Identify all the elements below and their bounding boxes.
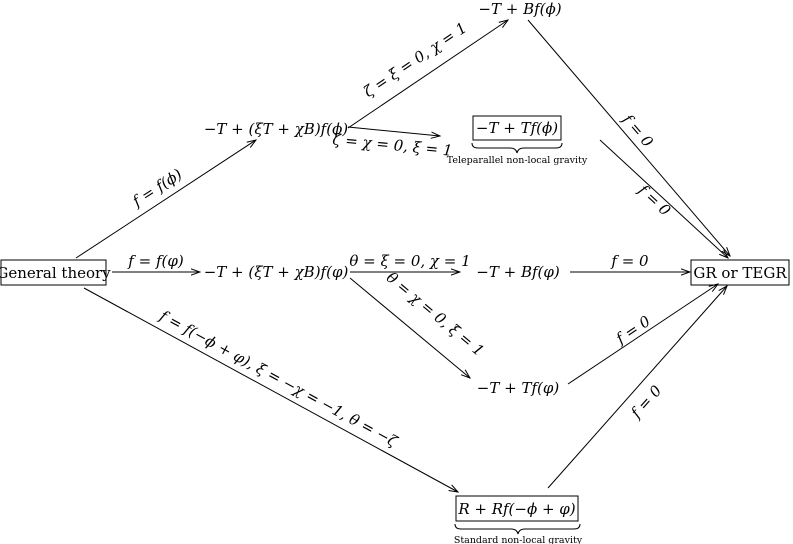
gr-tegr-label: GR or TEGR [693, 264, 787, 282]
general-theory-label: General theory [0, 264, 111, 282]
label-top-to-tele: ζ = χ = 0, ξ = 1 [332, 130, 454, 159]
edge-mid-to-lowright [349, 277, 470, 378]
node-low-right: −T + Tf(φ) [477, 379, 560, 397]
node-top-mid: −T + (ξT + χB)f(ϕ) [204, 120, 348, 138]
label-general-to-mid: f = f(φ) [127, 252, 184, 270]
edge-top-to-tele [347, 126, 440, 136]
label-mid-to-midright: θ = ξ = 0, χ = 1 [349, 252, 470, 270]
label-lowright-to-gr: f = 0 [612, 312, 654, 348]
general-theory-box [0, 259, 107, 286]
label-general-to-standard: f = f(−ϕ + φ), ξ = −χ = −1, θ = −ζ [156, 306, 401, 451]
gr-tegr-box [690, 259, 790, 286]
label-midright-to-gr: f = 0 [610, 252, 649, 270]
edge-lowright-to-gr [567, 284, 718, 385]
label-general-to-top: f = f(ϕ) [128, 165, 185, 211]
teleparallel-caption: Teleparallel non-local gravity [447, 155, 588, 166]
standard-box [455, 495, 579, 522]
label-standard-to-gr: f = 0 [627, 381, 666, 422]
node-mid-mid: −T + (ξT + χB)f(φ) [204, 263, 349, 281]
node-mid-right: −T + Bf(φ) [476, 263, 560, 281]
standard-caption: Standard non-local gravity [454, 535, 583, 544]
node-teleparallel: −T + Tf(ϕ) [476, 119, 558, 137]
teleparallel-box [472, 115, 562, 141]
label-mid-to-lowright: θ = χ = 0, ξ = 1 [383, 268, 488, 359]
edge-general-to-top [75, 140, 256, 259]
label-tele-to-gr: f = 0 [634, 180, 675, 219]
node-top-right: −T + Bf(ϕ) [478, 0, 561, 18]
edge-standard-to-gr [547, 286, 727, 489]
standard-underbrace [454, 523, 581, 535]
edge-topright-to-gr [527, 19, 730, 256]
edge-top-to-topright [347, 20, 508, 129]
node-standard: R + Rf(−ϕ + φ) [457, 500, 575, 518]
teleparallel-underbrace [471, 142, 563, 154]
edge-tele-to-gr [599, 139, 728, 258]
label-topright-to-gr: f = 0 [618, 110, 657, 151]
edge-general-to-standard [83, 287, 458, 492]
label-top-to-topright: ζ = ξ = 0, χ = 1 [360, 19, 470, 101]
